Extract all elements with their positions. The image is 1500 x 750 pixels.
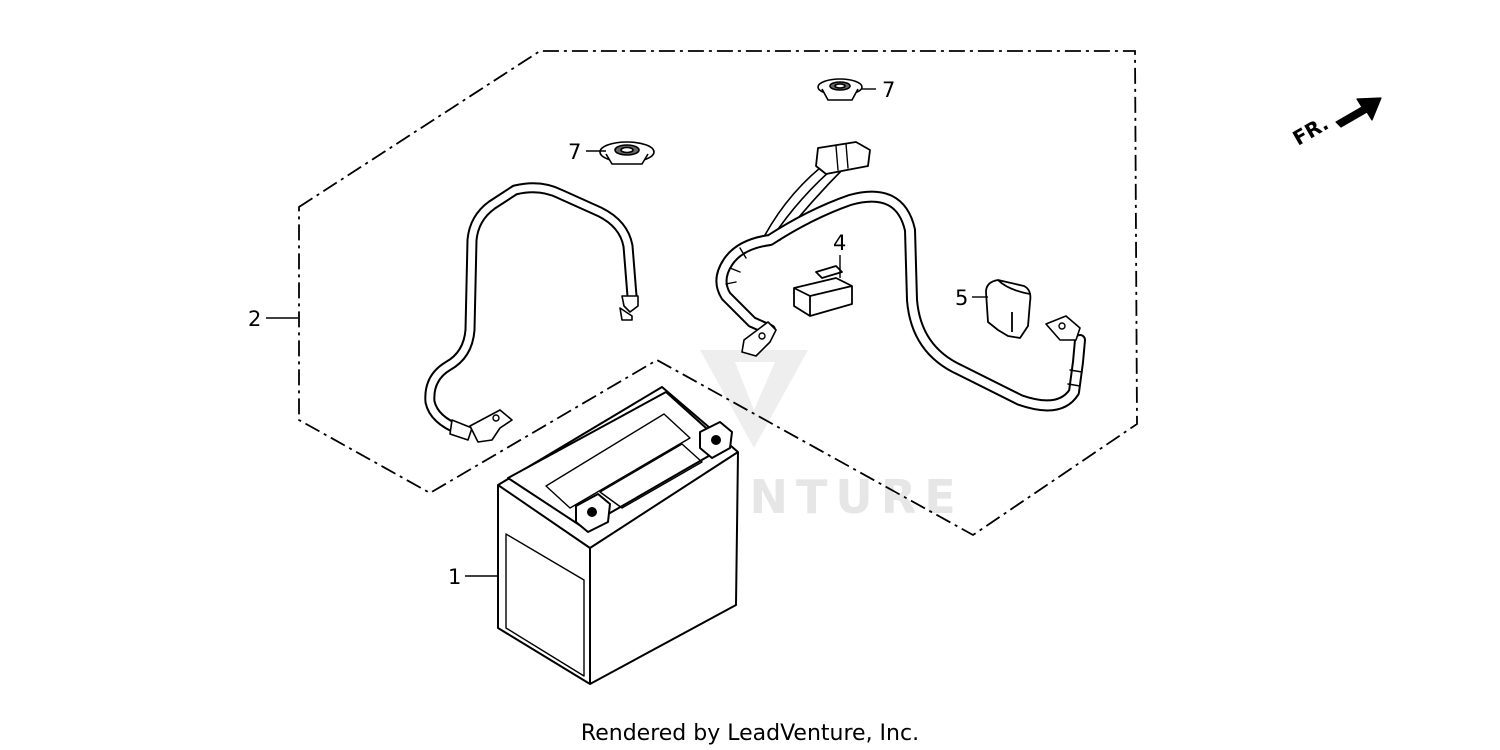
callout-5: 5 <box>955 286 968 310</box>
kit-outline <box>298 50 1138 537</box>
leader-lines <box>266 88 988 577</box>
callout-2: 2 <box>248 307 261 331</box>
terminal-cover-icon <box>985 279 1032 339</box>
fuse-icon <box>793 265 853 317</box>
wire-harness-icon <box>715 141 1086 412</box>
callout-7-left: 7 <box>568 140 581 164</box>
battery-cable-icon <box>424 182 639 443</box>
grommet-right-icon <box>817 78 863 101</box>
front-direction-indicator: FR. <box>1289 97 1382 150</box>
grommet-left-icon <box>599 141 655 165</box>
credit-footer: Rendered by LeadVenture, Inc. <box>581 721 919 746</box>
callout-1: 1 <box>448 565 461 589</box>
callout-7-right: 7 <box>882 78 895 102</box>
callout-4: 4 <box>833 231 846 255</box>
battery-icon <box>497 386 739 685</box>
front-arrow-icon <box>1335 97 1382 128</box>
front-direction-label: FR. <box>1289 111 1333 150</box>
